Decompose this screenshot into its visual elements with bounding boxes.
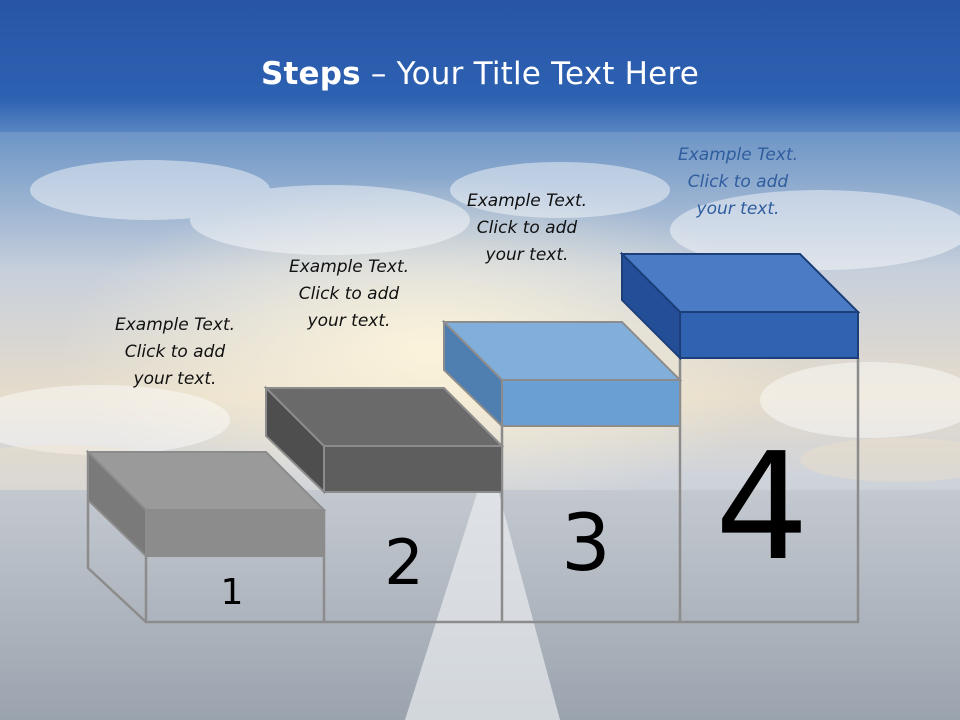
step-4-number: 4 <box>715 421 809 593</box>
step-1-line-3: your text. <box>133 369 217 389</box>
step-3-block[interactable] <box>441 319 683 429</box>
step-2-block[interactable] <box>263 385 505 495</box>
step-4-text[interactable]: Example Text. Click to add your text. <box>638 142 838 223</box>
step-3-number: 3 <box>561 499 611 589</box>
step-3-line-2: Click to add <box>476 218 578 238</box>
step-4-block[interactable] <box>619 251 861 361</box>
step-2-line-1: Example Text. <box>288 257 410 277</box>
title-rest: – Your Title Text Here <box>360 56 699 92</box>
step-2-text[interactable]: Example Text. Click to add your text. <box>249 254 449 335</box>
step-3-line-3: your text. <box>485 245 569 265</box>
step-3-line-1: Example Text. <box>466 191 588 211</box>
step-4-line-1: Example Text. <box>677 145 799 165</box>
slide-title[interactable]: Steps – Your Title Text Here <box>261 56 699 92</box>
step-2-number: 2 <box>384 526 423 599</box>
step-1-number: 1 <box>221 572 244 613</box>
step-1-line-1: Example Text. <box>114 315 236 335</box>
step-2-line-2: Click to add <box>298 284 400 304</box>
step-1-text[interactable]: Example Text. Click to add your text. <box>75 312 275 393</box>
step-4-line-2: Click to add <box>687 172 789 192</box>
title-bold: Steps <box>260 56 361 92</box>
step-1-block[interactable] <box>85 449 327 559</box>
step-3-text[interactable]: Example Text. Click to add your text. <box>427 188 627 269</box>
step-4-line-3: your text. <box>696 199 780 219</box>
step-1-line-2: Click to add <box>124 342 226 362</box>
title-bar: Steps – Your Title Text Here <box>0 0 960 150</box>
step-2-line-3: your text. <box>307 311 391 331</box>
